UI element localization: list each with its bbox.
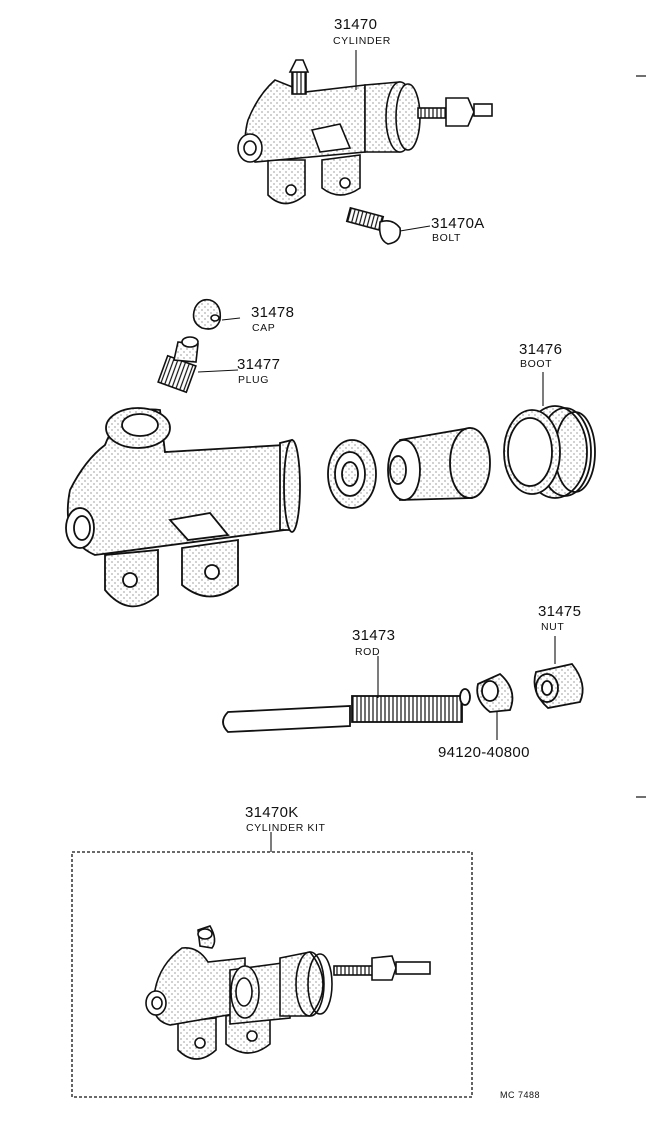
rod-nut-drawing	[222, 662, 584, 733]
nut-part-number: 31475	[538, 603, 582, 620]
cap-part-name: CAP	[252, 322, 276, 334]
rod-part-number: 31473	[352, 627, 396, 644]
kit-dashed-frame	[71, 851, 473, 1098]
drawing-code: MC 7488	[500, 1090, 541, 1100]
plug-part-name: PLUG	[238, 374, 269, 386]
boot-drawing	[503, 405, 596, 499]
washer-nut-part-number: 94120-40800	[438, 744, 530, 761]
cylinder-part-name: CYLINDER	[333, 35, 391, 47]
cup-piston-drawing	[327, 427, 491, 509]
exploded-cylinder-drawing	[65, 407, 301, 608]
boot-part-number: 31476	[519, 341, 563, 358]
kit-cylinder-drawing	[145, 925, 431, 1060]
bolt-part-name: BOLT	[432, 232, 462, 244]
kit-part-number: 31470K	[245, 804, 299, 821]
assembled-cylinder-drawing	[237, 59, 493, 245]
boot-part-name: BOOT	[520, 358, 553, 370]
cap-plug-drawing	[157, 298, 222, 394]
nut-part-name: NUT	[541, 621, 565, 633]
bolt-leader	[399, 225, 431, 232]
cylinder-part-number: 31470	[334, 16, 378, 33]
cap-leader	[221, 317, 241, 321]
plug-leader	[197, 369, 239, 373]
kit-part-name: CYLINDER KIT	[246, 822, 326, 834]
plug-part-number: 31477	[237, 356, 281, 373]
rod-part-name: ROD	[355, 646, 381, 658]
cap-part-number: 31478	[251, 304, 295, 321]
bolt-part-number: 31470A	[431, 215, 485, 232]
